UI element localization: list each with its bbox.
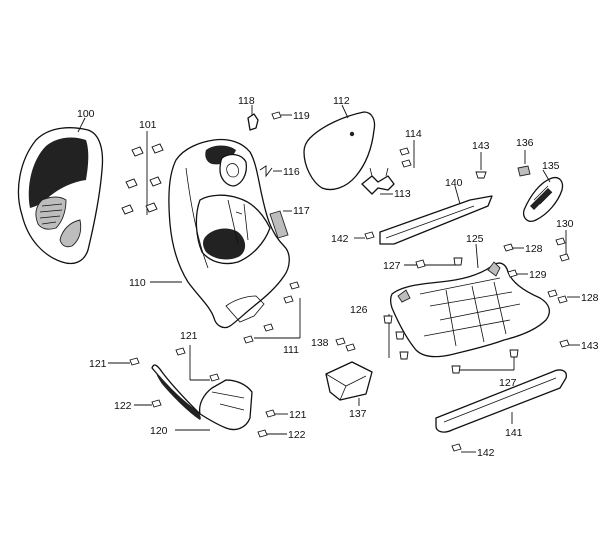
screw-part-143-top: 143 [472, 140, 490, 179]
label-138: 138 [311, 337, 329, 349]
label-137: 137 [349, 408, 367, 420]
label-100: 100 [77, 108, 95, 120]
lower-cover-part-120: 120 [150, 364, 253, 437]
floor-panel-part-125: 125 [389, 233, 551, 358]
label-136: 136 [516, 137, 534, 149]
screw-part-122-a: 122 [114, 399, 162, 412]
label-113: 113 [394, 188, 411, 200]
screws-part-127-b: 127 [451, 349, 519, 389]
label-101: 101 [139, 119, 157, 131]
label-141: 141 [505, 427, 523, 439]
label-127-b: 127 [499, 377, 517, 389]
label-128-b: 128 [581, 292, 599, 304]
label-140: 140 [445, 177, 463, 189]
label-120: 120 [150, 425, 168, 437]
label-122-a: 122 [114, 400, 132, 412]
screw-part-128-a: 128 [503, 243, 543, 255]
screw-part-142-mid: 142 [331, 231, 375, 245]
screws-part-111: 111 [243, 281, 301, 356]
label-128-a: 128 [525, 243, 543, 255]
screw-part-121-c: 121 [265, 409, 307, 421]
label-129: 129 [529, 269, 547, 281]
screw-part-129: 129 [507, 269, 547, 281]
label-135: 135 [542, 160, 560, 172]
box-part-137: 137 [325, 361, 373, 420]
screw-part-142-bottom: 142 [451, 443, 495, 459]
screw-part-128-b: 128 [547, 289, 599, 304]
label-114: 114 [405, 128, 422, 140]
screw-part-138: 138 [311, 337, 356, 352]
leg-shield-part-110: 110 [129, 138, 290, 329]
label-117: 117 [293, 205, 310, 217]
screws-part-130: 130 [555, 218, 574, 262]
label-110: 110 [129, 277, 146, 289]
screw-part-122-b: 122 [257, 429, 306, 441]
label-142-mid: 142 [331, 233, 349, 245]
label-122-b: 122 [288, 429, 306, 441]
label-130: 130 [556, 218, 574, 230]
screws-part-127-a: 127 [383, 257, 463, 272]
label-143-top: 143 [472, 140, 490, 152]
label-127-a: 127 [383, 260, 401, 272]
screws-part-114: 114 [399, 128, 422, 168]
clips-part-101: 101 [121, 119, 164, 215]
screw-part-143-right: 143 [559, 339, 599, 352]
screw-part-119: 119 [271, 110, 310, 122]
screw-part-121-b: 121 [89, 357, 140, 370]
grille-part-135: 135 [522, 160, 564, 222]
label-121-a: 121 [180, 330, 198, 342]
front-cover-part-100: 100 [17, 108, 104, 265]
label-142-bottom: 142 [477, 447, 495, 459]
pad-part-117: 117 [269, 205, 310, 239]
label-121-b: 121 [89, 358, 107, 370]
lid-part-112: 112 [303, 95, 376, 191]
label-111: 111 [283, 344, 299, 356]
screws-part-126: 126 [350, 304, 409, 360]
side-strip-part-141: 141 [435, 369, 567, 439]
bracket-part-113: 113 [361, 167, 411, 200]
label-112: 112 [333, 95, 350, 107]
hook-part-116: 116 [259, 165, 300, 178]
label-118: 118 [238, 95, 255, 107]
label-126: 126 [350, 304, 368, 316]
label-143-right: 143 [581, 340, 599, 352]
clip-part-118: 118 [238, 95, 259, 131]
label-119: 119 [293, 110, 310, 122]
pad-part-136: 136 [516, 137, 534, 177]
screws-part-121-a: 121 [175, 330, 220, 382]
label-125: 125 [466, 233, 484, 245]
label-116: 116 [283, 166, 300, 178]
strip-part-140: 140 [379, 177, 493, 245]
label-121-c: 121 [289, 409, 307, 421]
